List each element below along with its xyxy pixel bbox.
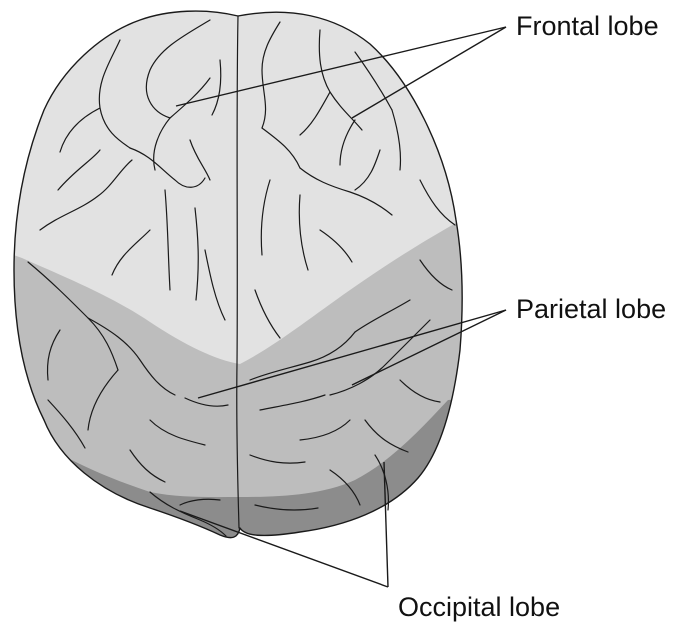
parietal-lobe-label: Parietal lobe xyxy=(516,296,666,323)
occipital-lobe-label: Occipital lobe xyxy=(398,594,560,621)
frontal-lobe-label: Frontal lobe xyxy=(516,13,659,40)
